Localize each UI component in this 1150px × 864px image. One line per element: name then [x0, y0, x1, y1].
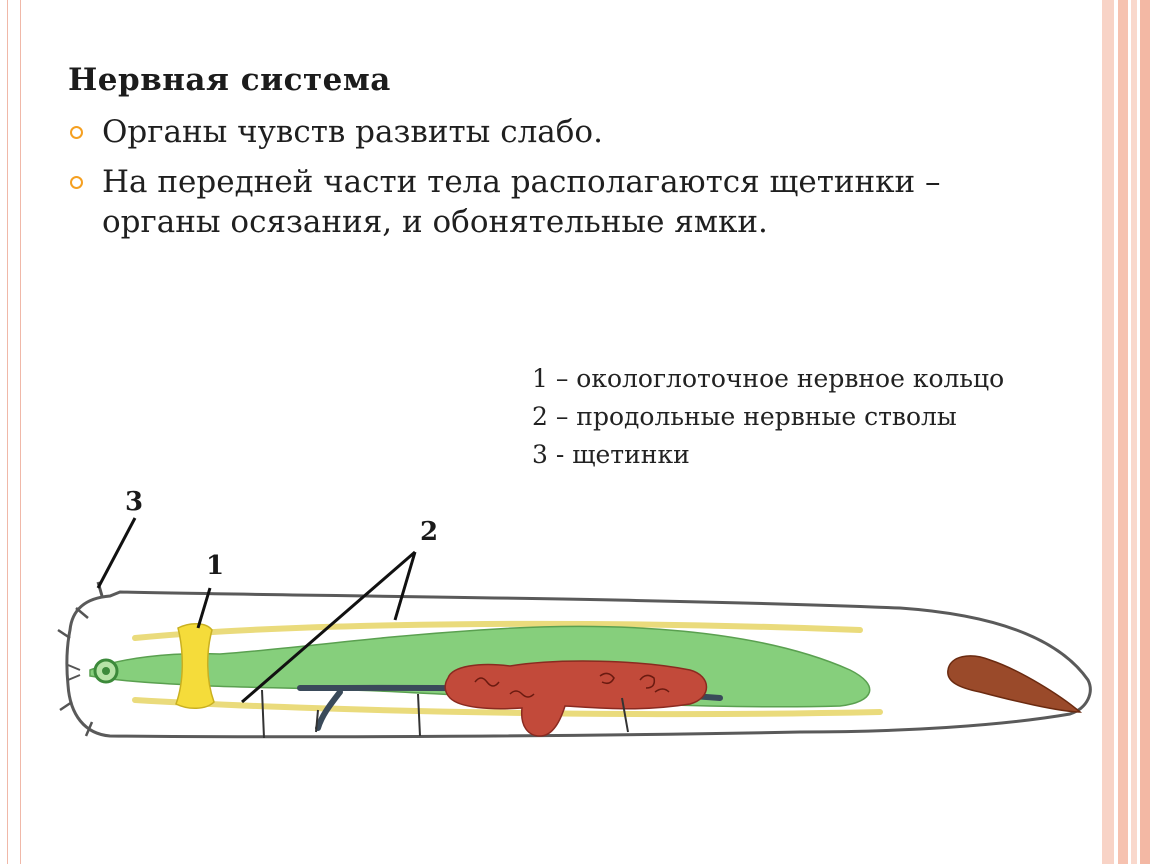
- bristle-bottom: [84, 721, 94, 737]
- pharynx-core: [102, 667, 110, 675]
- vessel-branch: [315, 689, 343, 731]
- bullet-list: Органы чувств развиты слабо. На передней…: [70, 112, 970, 252]
- nerve-cord-upper: [132, 620, 863, 641]
- bristle-left-top: [57, 628, 71, 640]
- callout-line-1: [196, 587, 212, 629]
- tail-organ: [947, 655, 1083, 713]
- legend-item-nerve-ring: 1 – окологлоточное нервное кольцо: [532, 364, 1005, 393]
- nerve-cord-lower: [132, 697, 883, 718]
- legend-item-nerve-cords: 2 – продольные нервные стволы: [532, 402, 957, 431]
- diagram-legend: 1 – окологлоточное нервное кольцо 2 – пр…: [532, 360, 1004, 474]
- nerve-ring: [175, 623, 215, 709]
- callout-line-2b: [241, 550, 416, 704]
- callout-label-1: 1: [206, 551, 224, 581]
- callout-line-3: [96, 517, 137, 589]
- gonad-texture: [474, 672, 670, 698]
- bullet-item: На передней части тела располагаются щет…: [70, 162, 970, 242]
- callout-label-3: 3: [125, 487, 143, 517]
- bristle-left-mid: [75, 607, 89, 619]
- worm-anatomy-diagram: 3 1 2: [57, 487, 1092, 739]
- bullet-text: Органы чувств развиты слабо.: [102, 114, 603, 150]
- bristle-left-bottom: [59, 700, 73, 712]
- slide-frame-right: [1100, 0, 1150, 864]
- bullet-text: На передней части тела располагаются щет…: [102, 164, 941, 240]
- segment-lines: [261, 689, 629, 739]
- bullet-ring-icon: [70, 126, 83, 139]
- legend-item-bristles: 3 - щетинки: [532, 440, 690, 469]
- mouth-lines: [67, 664, 81, 681]
- callout-label-2: 2: [420, 517, 438, 547]
- bullet-item: Органы чувств развиты слабо.: [70, 112, 970, 152]
- callout-line-2a: [393, 551, 417, 621]
- bullet-ring-icon: [70, 176, 83, 189]
- slide-title: Нервная система: [68, 62, 391, 98]
- slide-frame-left: [7, 0, 21, 864]
